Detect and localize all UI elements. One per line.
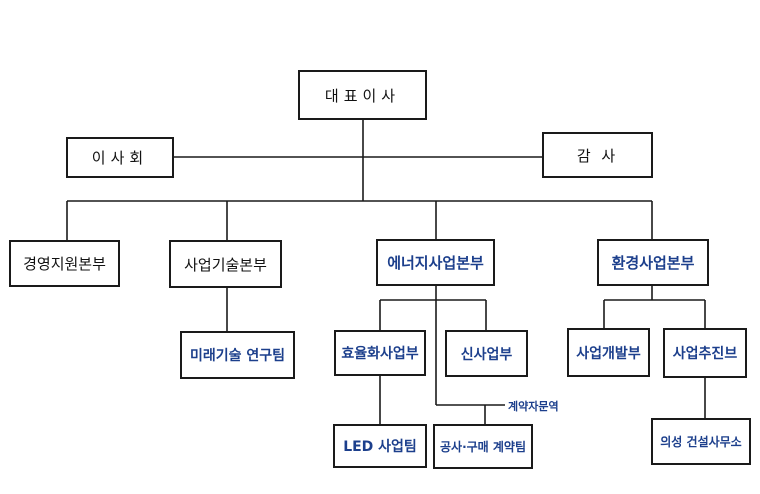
led-team-box: LED 사업팀 [333,424,427,468]
new-business-box: 신사업부 [445,330,528,377]
energy-business-box: 에너지사업본부 [376,239,495,286]
efficiency-business-box: 효율화사업부 [334,330,426,376]
business-tech-box: 사업기술본부 [169,240,282,288]
uiseong-office-box: 의성 건설사무소 [651,418,751,465]
contract-advisor-label: 계약자문역 [508,400,559,413]
auditor-box: 감 사 [542,132,653,178]
business-promotion-box: 사업추진브 [663,328,747,378]
board-box: 이사회 [66,137,174,178]
construction-purchase-team-box: 공사·구매 계약팀 [433,424,533,469]
management-support-box: 경영지원본부 [9,240,120,287]
future-tech-lab-box: 미래기술 연구팀 [180,331,295,379]
environment-business-box: 환경사업본부 [597,239,709,286]
business-development-box: 사업개발부 [567,328,650,377]
ceo-box: 대표이사 [298,70,427,120]
